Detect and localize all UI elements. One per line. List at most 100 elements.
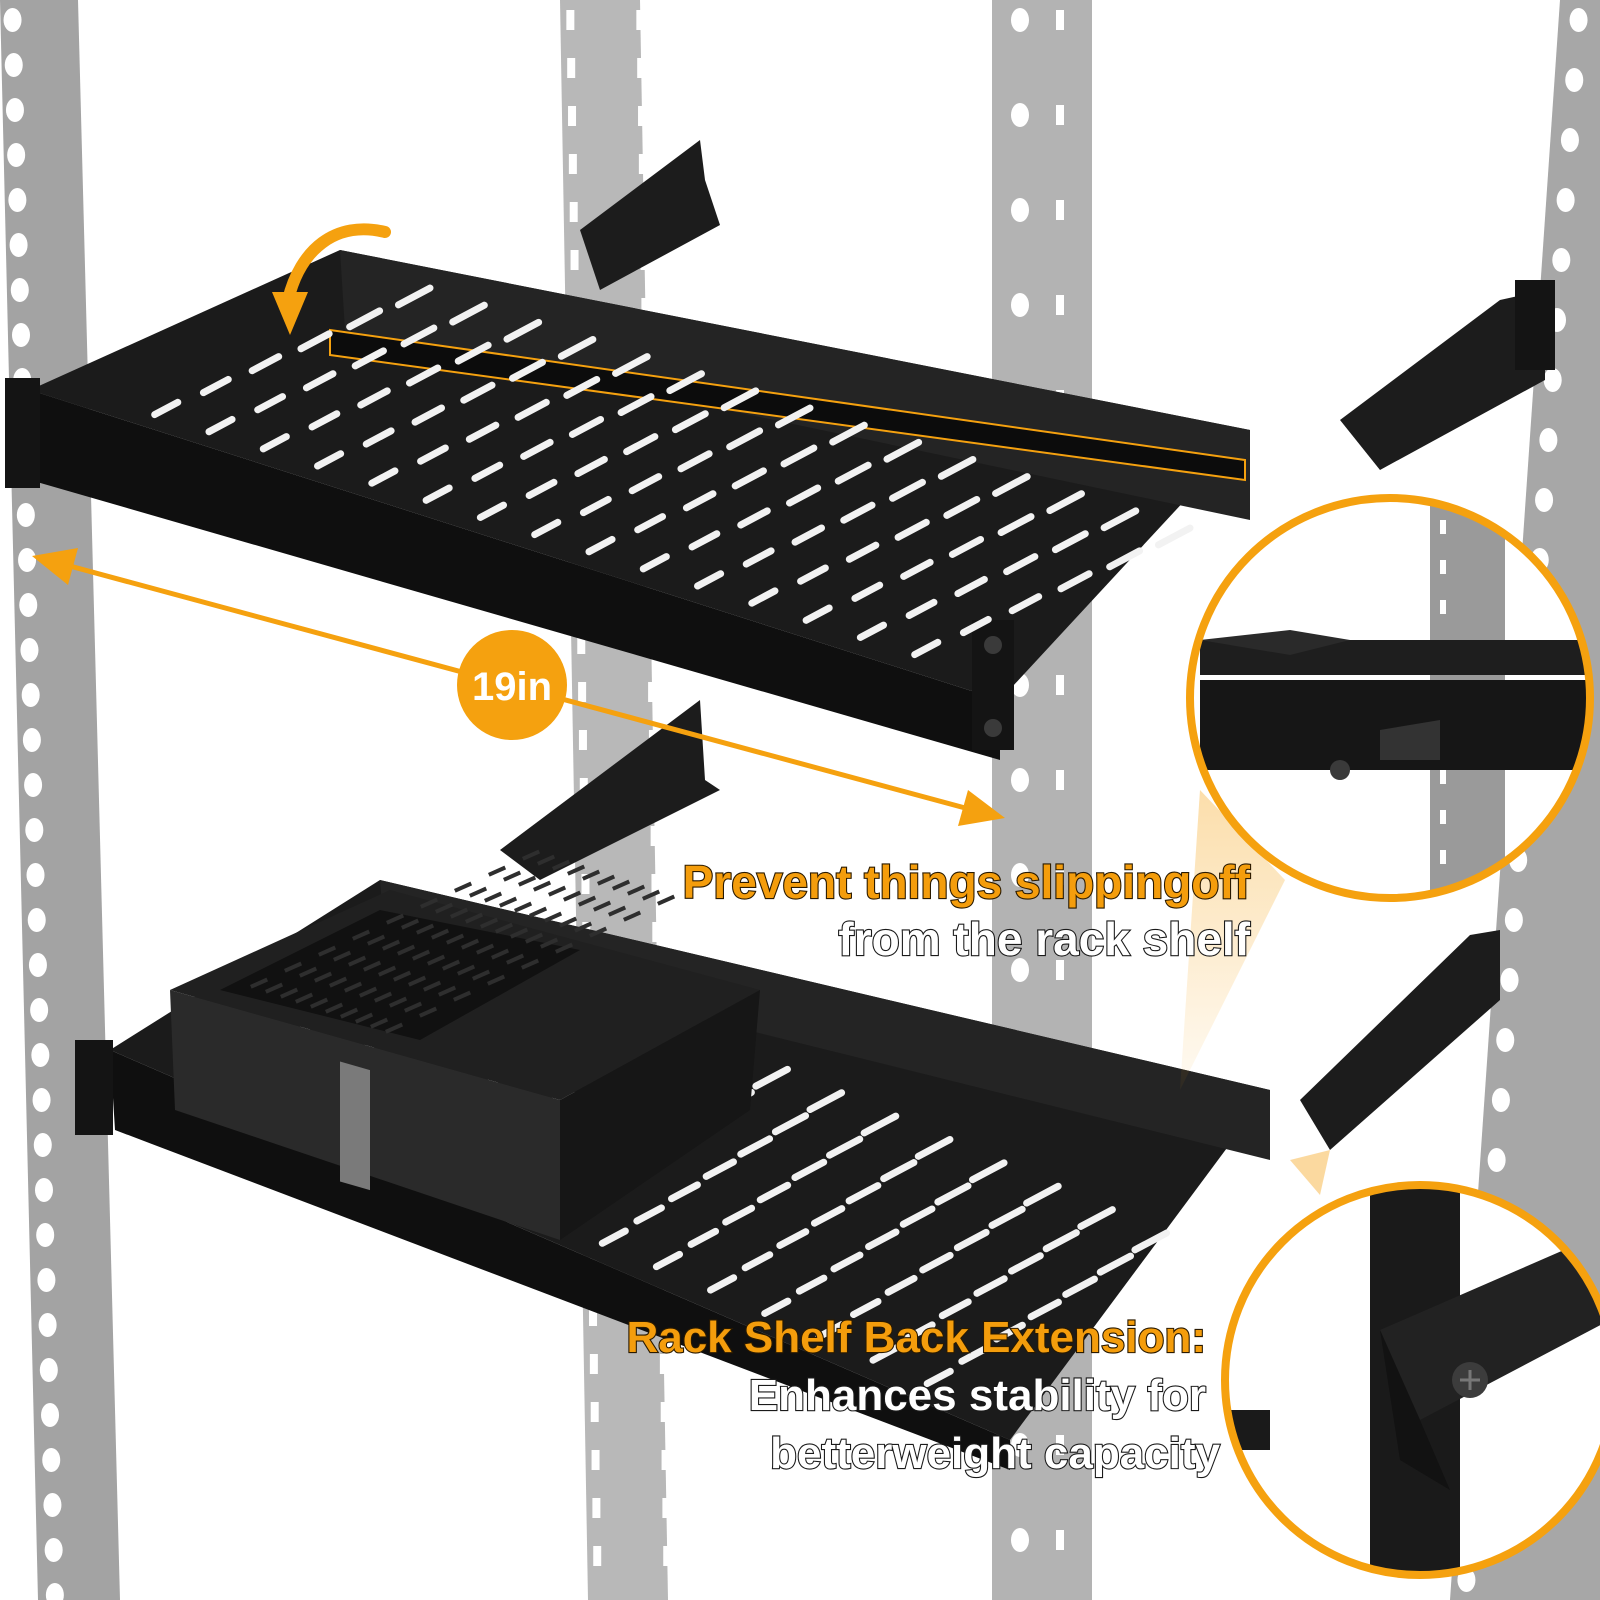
pc-vent-slot [452,990,472,1002]
vent-slot [612,353,651,377]
vent-slot [362,427,395,448]
vent-slot [737,1135,774,1158]
rail-hole [1560,128,1579,152]
pc-vent-slot [420,897,439,909]
vent-slot [667,1181,701,1203]
vent-slot [992,473,1031,497]
vent-slot [677,450,713,473]
vent-slot [826,1135,864,1159]
vent-slot [959,615,992,637]
callout-prevent-line2: from the rack shelf [838,913,1250,965]
rotate-arrow-head [272,292,308,335]
pc-vent-slot [611,879,631,891]
vent-slot [791,524,826,546]
vent-slot [958,1344,990,1365]
pc-vent-slot [514,901,533,913]
top-shelf-front-lip [30,390,1000,760]
vent-slot [476,501,508,521]
vent-slot [1003,553,1039,576]
pc-vent-slot [249,977,269,989]
rail-hole [45,1583,64,1600]
pc-vent-slot [317,945,337,957]
pc-vent-slot [468,886,488,898]
rail-hole [593,1546,602,1566]
rail-hole [578,682,587,702]
pc-vent-slot [363,960,382,972]
rail-hole [1056,1435,1064,1455]
top-rack-shelf [5,140,1555,760]
pc-vent-slot [487,974,506,986]
pc-vent-slot [445,933,465,945]
vent-slot [845,1182,882,1205]
vent-slot [411,404,446,426]
pc-vent-slot [454,881,473,893]
vent-slot [405,364,442,387]
pc-vent-slot [529,906,548,918]
rail-hole [18,548,37,572]
pc-vent-slot [494,922,514,934]
pc-vent-slot [280,987,299,999]
rail-hole [1487,1148,1506,1172]
pc-vent-slot [533,880,552,892]
rail-hole [1056,200,1064,220]
vent-slot [1057,570,1093,593]
top-shelf-back-wall [340,250,1250,520]
callout-prevent-line1: Prevent things slippingoff [683,856,1251,908]
vent-slot [151,398,182,419]
vent-slot [357,387,391,409]
vent-slot [417,444,449,465]
vent-slot [1077,1206,1116,1230]
vent-slot [346,307,384,331]
rail-hole [659,1354,668,1374]
vent-slot [894,518,930,541]
pc-vent-slot [344,981,363,993]
vent-slot [900,558,934,580]
vent-slot [460,381,496,404]
rail-hole [1011,103,1029,127]
rail-hole [663,1546,672,1566]
rail-hole [567,58,576,78]
vent-slot [598,1227,629,1247]
vent-slot [1008,1252,1044,1275]
pc-vent-slot [419,1006,438,1018]
pc-vent-slot [627,884,646,896]
pc-vent-slot [522,849,541,861]
pc-vent-slot [392,970,412,982]
vent-slot [471,461,504,482]
pc-vent-slot [340,1007,359,1019]
rail-hole [21,683,40,707]
vent-slot [308,410,341,431]
rail-hole [1011,198,1029,222]
rail-hole [590,1402,599,1422]
rail-hole [651,874,660,894]
vent-slot [834,461,872,485]
vent-slot [259,433,290,453]
vent-slot [351,347,387,370]
vent-slot [1042,1229,1080,1253]
vent-slot [568,415,605,438]
rail-hole [22,728,41,752]
pc-vent-slot [484,891,503,903]
rail-hole [39,1358,58,1382]
vent-slot [720,387,760,412]
pc-vent-slot [480,917,499,929]
pc-vent-slot [427,954,446,966]
pc-vent-slot [506,953,525,965]
pc-vent-slot [422,980,442,992]
pc-vent-slot [657,894,676,906]
callout-extension-line2: Enhances stability for [749,1371,1206,1420]
rail-hole [20,638,39,662]
vent-slot [400,324,438,348]
rail-hole [648,682,657,702]
vent-slot [761,1297,792,1317]
vent-slot [938,1298,972,1320]
vent-slot [465,421,500,443]
vent-slot [525,478,558,499]
pc-vent-slot [348,955,367,967]
rail-hole [1056,960,1064,980]
rail-hole [1496,1028,1515,1052]
vent-slot [702,1158,737,1180]
pc-vent-slot [314,971,333,983]
rail-hole [650,826,659,846]
